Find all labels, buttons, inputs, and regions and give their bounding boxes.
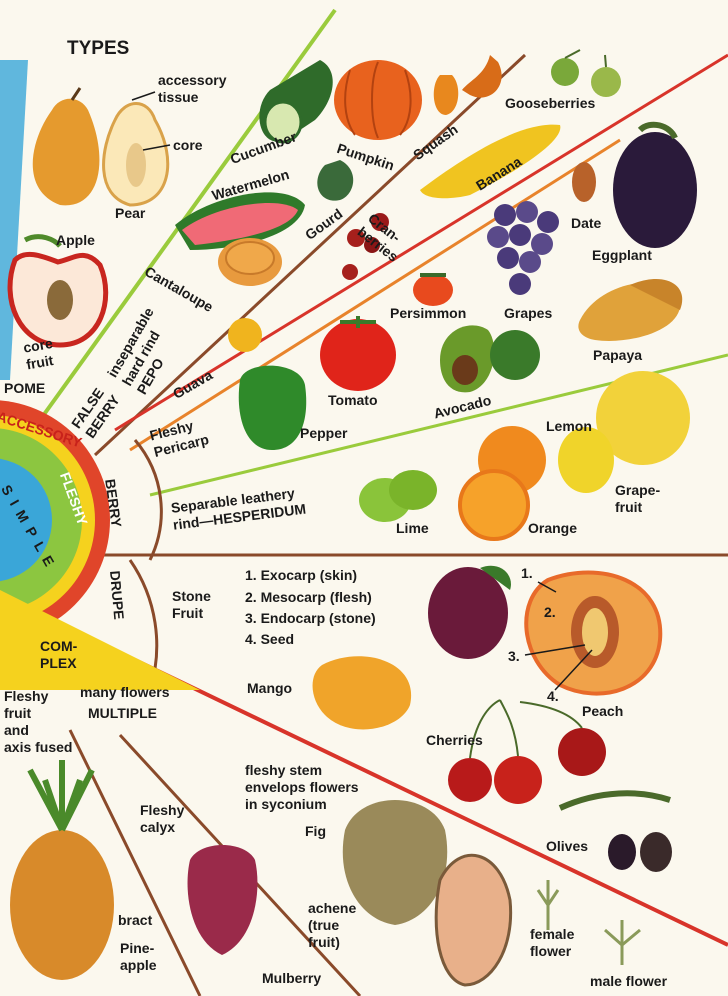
persimmon-illustration bbox=[413, 274, 453, 306]
tomato-illustration bbox=[320, 316, 396, 391]
desc-achene: achene (true fruit) bbox=[308, 900, 356, 951]
fruit-label-orange: Orange bbox=[528, 520, 577, 537]
fruit-label-peach: Peach bbox=[582, 703, 623, 720]
desc-core-fruit: core fruit bbox=[22, 335, 57, 374]
avocado-illustration bbox=[440, 325, 540, 392]
mulberry-illustration bbox=[188, 845, 258, 955]
fruit-label-apple: Apple bbox=[56, 232, 95, 249]
accessory-leader-line bbox=[132, 92, 155, 100]
peach-marker-4: 4. bbox=[547, 688, 559, 705]
desc-accessory-tissue: accessory tissue bbox=[158, 72, 227, 106]
lime-illustration bbox=[359, 470, 437, 522]
drupe-part-3: 3. Endocarp (stone) bbox=[245, 610, 376, 627]
fruit-label-grapefruit: Grape- fruit bbox=[615, 482, 660, 516]
fruit-label-olives: Olives bbox=[546, 838, 588, 855]
gooseberries-illustration bbox=[551, 50, 621, 97]
fruit-label-fig: Fig bbox=[305, 823, 326, 840]
category-pome: POME bbox=[4, 380, 45, 397]
fruit-label-pepper: Pepper bbox=[300, 425, 347, 442]
apple-illustration bbox=[10, 237, 106, 345]
peach-marker-1: 1. bbox=[521, 565, 533, 582]
fruit-label-mulberry: Mulberry bbox=[262, 970, 321, 987]
desc-many-flowers: many flowers bbox=[80, 684, 169, 701]
gourd-illustration bbox=[317, 160, 353, 201]
papaya-illustration bbox=[578, 279, 682, 341]
peach-marker-3: 3. bbox=[508, 648, 520, 665]
desc-bract: bract bbox=[118, 912, 152, 929]
fruit-label-persimmon: Persimmon bbox=[390, 305, 466, 322]
grapes-illustration bbox=[487, 201, 559, 295]
desc-core: core bbox=[173, 137, 203, 154]
page-title: TYPES bbox=[67, 40, 129, 58]
blue-strip bbox=[0, 60, 28, 380]
fruit-label-pear: Pear bbox=[115, 205, 145, 222]
peach-illustration bbox=[526, 573, 660, 694]
plum-illustration bbox=[428, 566, 511, 659]
fruit-label-cherries: Cherries bbox=[426, 732, 483, 749]
date-illustration bbox=[572, 162, 596, 202]
fruit-label-tomato: Tomato bbox=[328, 392, 378, 409]
guava-illustration bbox=[228, 318, 262, 352]
fruit-label-gooseberries: Gooseberries bbox=[505, 95, 595, 112]
squash-illustration bbox=[434, 55, 502, 115]
category-multiple: MULTIPLE bbox=[88, 705, 157, 722]
fruit-label-pineapple: Pine- apple bbox=[120, 940, 157, 974]
fruit-label-lime: Lime bbox=[396, 520, 429, 537]
eggplant-illustration bbox=[613, 125, 697, 248]
pineapple-illustration bbox=[10, 760, 114, 980]
fruit-label-male-flower: male flower bbox=[590, 973, 667, 990]
cantaloupe-illustration bbox=[218, 238, 282, 286]
desc-fleshy-fruit-axis: Fleshy fruit and axis fused bbox=[4, 688, 72, 756]
fruit-label-eggplant: Eggplant bbox=[592, 247, 652, 264]
pear-illustration bbox=[33, 88, 100, 205]
drupe-part-4: 4. Seed bbox=[245, 631, 294, 648]
drupe-part-1: 1. Exocarp (skin) bbox=[245, 567, 357, 584]
fruit-label-grapes: Grapes bbox=[504, 305, 552, 322]
mango-illustration bbox=[313, 656, 412, 729]
desc-fleshy-calyx: Fleshy calyx bbox=[140, 802, 184, 836]
peach-marker-2: 2. bbox=[544, 604, 556, 621]
complex-wedge bbox=[0, 590, 200, 690]
pear-cut-illustration bbox=[104, 104, 168, 206]
fruit-label-female-flower: female flower bbox=[530, 926, 574, 960]
fruit-label-mango: Mango bbox=[247, 680, 292, 697]
olives-illustration bbox=[560, 793, 672, 872]
pepper-illustration bbox=[239, 366, 306, 450]
pumpkin-illustration bbox=[334, 60, 422, 140]
desc-stone-fruit: Stone Fruit bbox=[172, 588, 211, 622]
drupe-part-2: 2. Mesocarp (flesh) bbox=[245, 589, 372, 606]
desc-syconium: fleshy stem envelops flowers in syconium bbox=[245, 762, 359, 813]
hub-label-complex: COM- PLEX bbox=[40, 638, 77, 672]
fruit-label-papaya: Papaya bbox=[593, 347, 642, 364]
fruit-label-lemon: Lemon bbox=[546, 418, 592, 435]
cucumber-illustration bbox=[259, 60, 332, 142]
lemon-illustration bbox=[558, 427, 614, 493]
fruit-label-date: Date bbox=[571, 215, 601, 232]
